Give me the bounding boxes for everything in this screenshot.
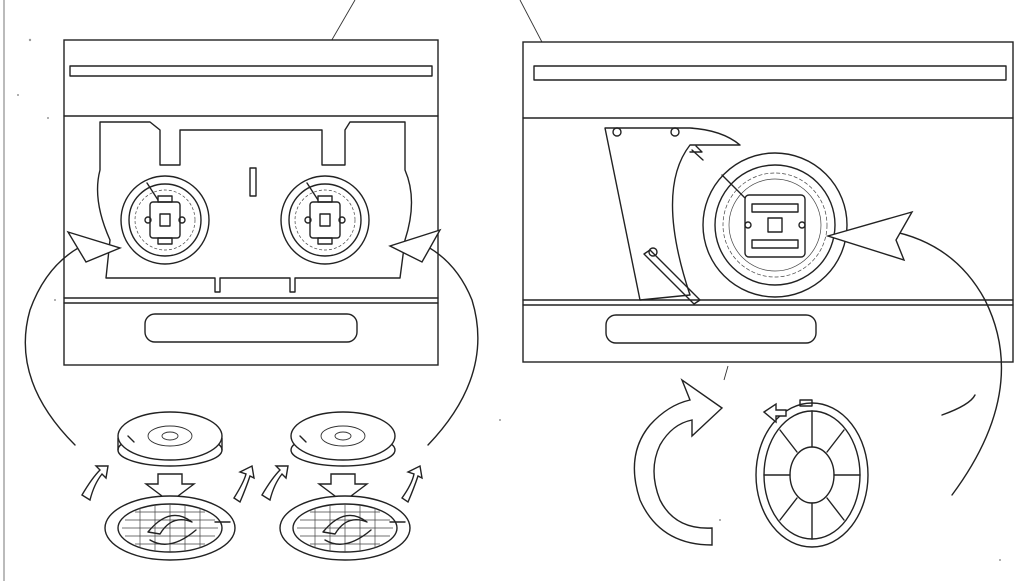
blower-wheel-icon bbox=[703, 153, 847, 297]
blower-wheel-icon bbox=[121, 176, 209, 264]
tick-mark bbox=[724, 366, 728, 380]
right-arc-tail bbox=[942, 395, 975, 415]
twist-arrow-icon bbox=[402, 466, 422, 502]
filter-ring-icon bbox=[756, 400, 868, 547]
twist-arrow-icon bbox=[262, 466, 288, 500]
left-hood bbox=[64, 40, 438, 365]
filter-disc-icon bbox=[291, 412, 395, 466]
mesh-grill-icon bbox=[280, 496, 410, 560]
filter-disc-icon bbox=[118, 412, 222, 466]
left-hood-body bbox=[64, 40, 438, 365]
twist-arrow-icon bbox=[234, 466, 254, 502]
mesh-grill-icon bbox=[105, 496, 235, 560]
twist-arrow-icon bbox=[82, 466, 108, 500]
right-hood bbox=[523, 42, 1013, 362]
blower-wheel-icon bbox=[281, 176, 369, 264]
rotate-arrow-icon bbox=[634, 380, 722, 545]
